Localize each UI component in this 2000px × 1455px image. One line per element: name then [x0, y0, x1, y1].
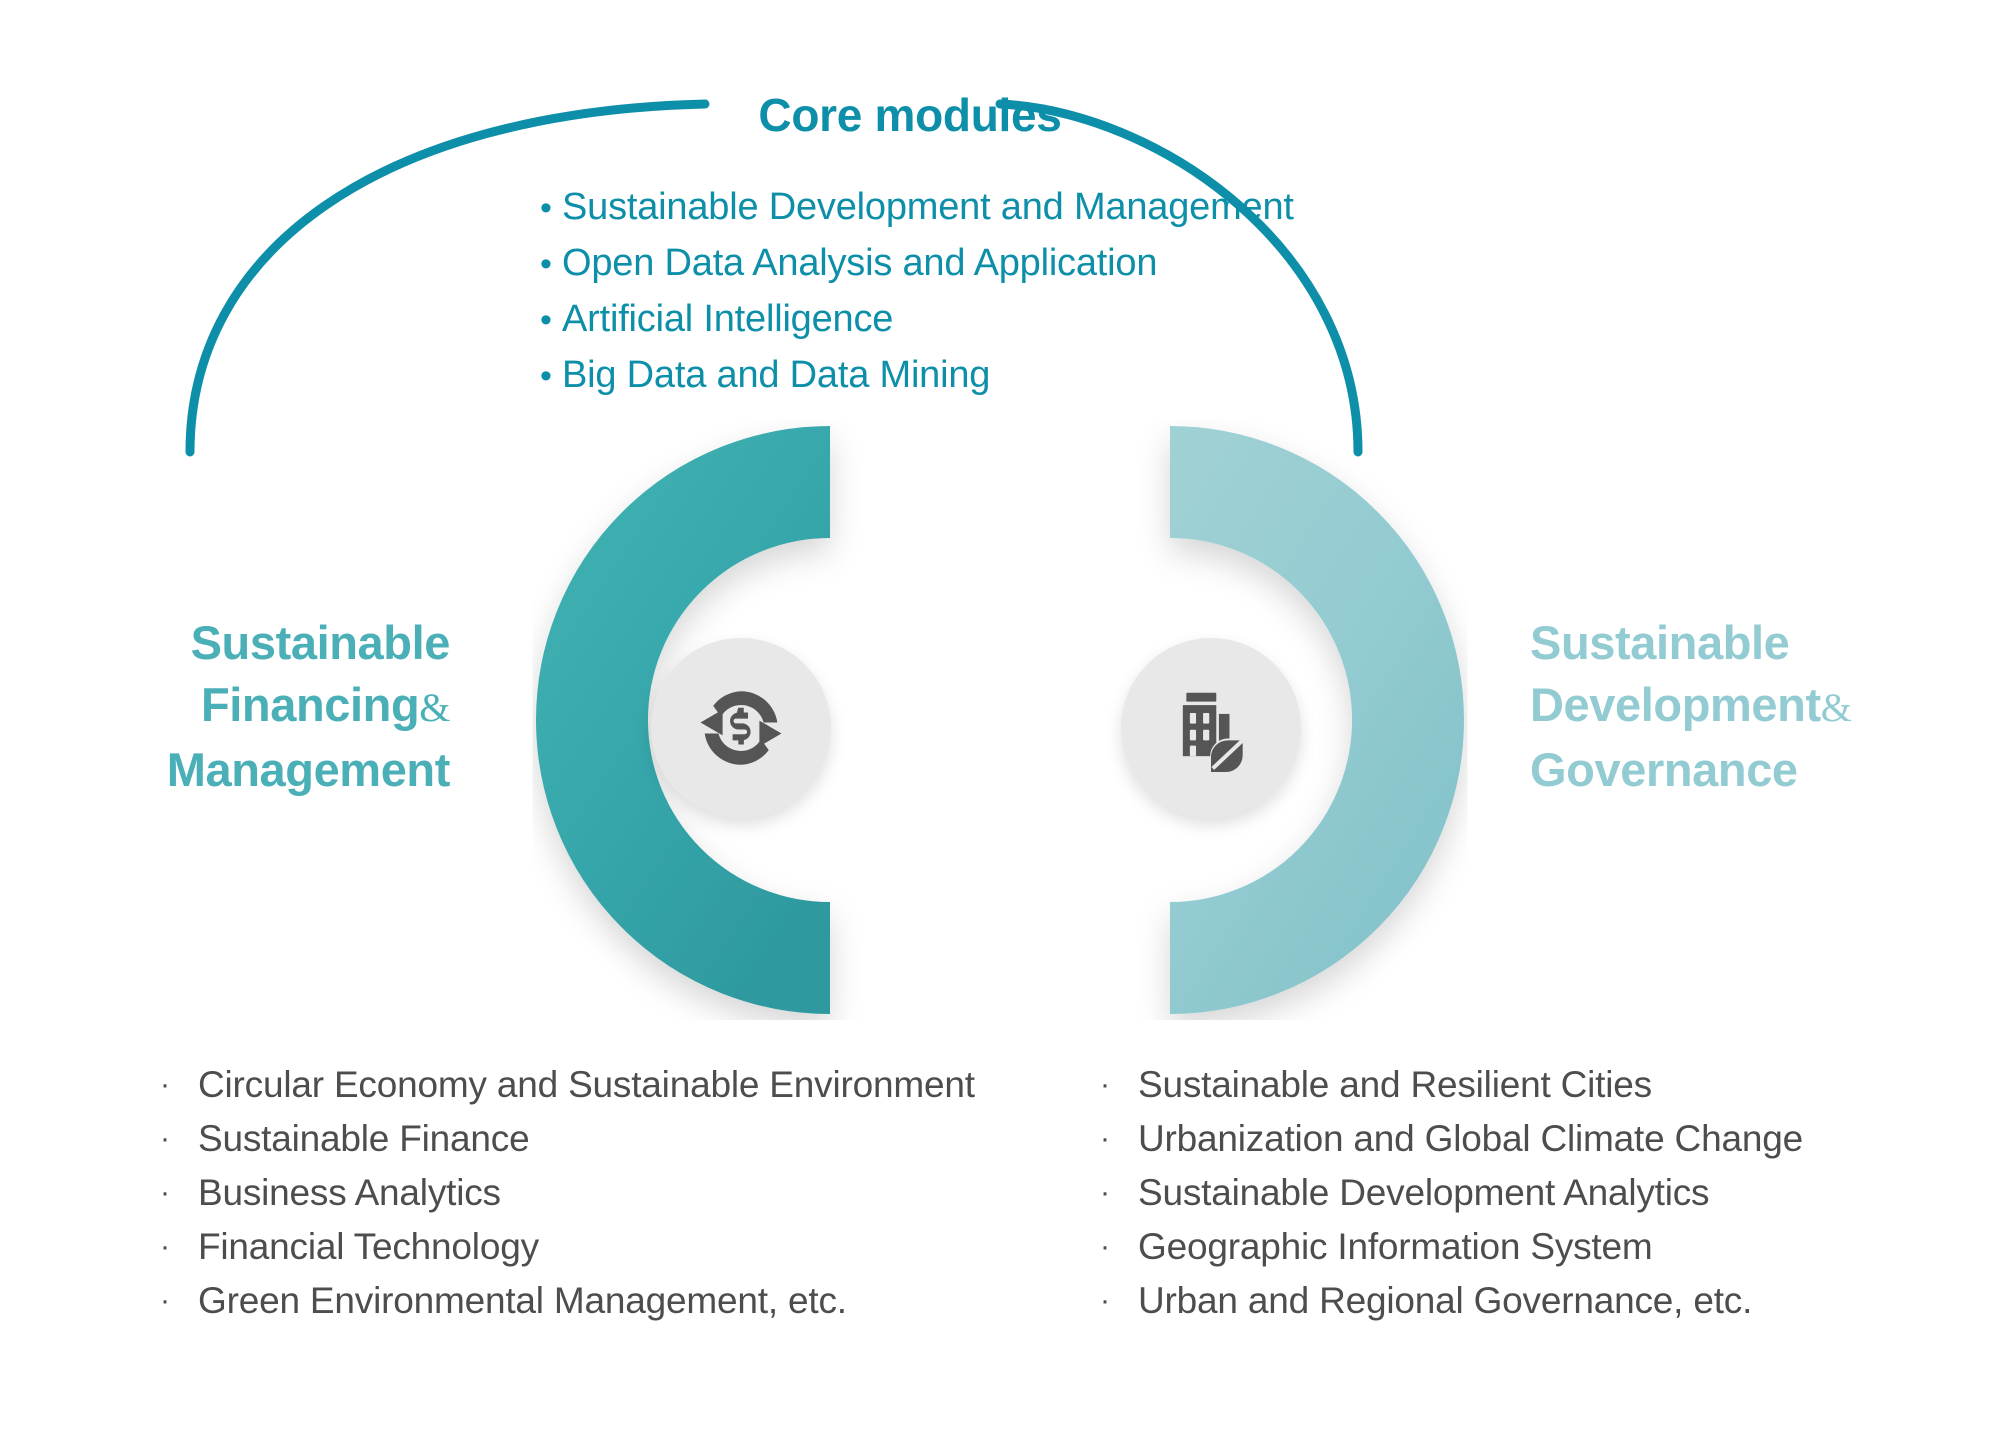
list-item: · Financial Technology	[160, 1220, 980, 1274]
bullet-glyph: •	[540, 357, 552, 395]
core-modules-item-label: Sustainable Development and Management	[562, 186, 1294, 228]
core-modules-item-label: Open Data Analysis and Application	[562, 242, 1158, 284]
left-branch-heading-ampersand: &	[419, 685, 450, 730]
bullet-glyph: ·	[160, 1176, 170, 1209]
right-branch-module-list: · Sustainable and Resilient Cities · Urb…	[1100, 1058, 1930, 1328]
core-modules-list-item: • Big Data and Data Mining	[540, 348, 1460, 404]
bullet-glyph: ·	[1100, 1068, 1110, 1101]
bullet-glyph: ·	[1100, 1230, 1110, 1263]
list-item: · Sustainable Finance	[160, 1112, 980, 1166]
right-branch-heading-line3: Governance	[1530, 743, 1798, 796]
bullet-glyph: •	[540, 189, 552, 227]
left-branch-module-list: · Circular Economy and Sustainable Envir…	[160, 1058, 980, 1328]
right-branch-item-label: Urbanization and Global Climate Change	[1138, 1118, 1803, 1159]
right-branch-heading: Sustainable Development& Governance	[1530, 612, 2000, 801]
list-item: · Sustainable and Resilient Cities	[1100, 1058, 1930, 1112]
core-modules-title: Core modules	[758, 89, 1062, 141]
right-branch-item-label: Sustainable and Resilient Cities	[1138, 1064, 1652, 1105]
core-modules-item-label: Artificial Intelligence	[562, 298, 894, 340]
core-modules-list-item: • Sustainable Development and Management	[540, 180, 1460, 236]
bullet-glyph: ·	[160, 1284, 170, 1317]
core-modules-list: • Sustainable Development and Management…	[540, 180, 1460, 404]
left-ring	[536, 426, 831, 1014]
right-branch-item-label: Urban and Regional Governance, etc.	[1138, 1280, 1753, 1321]
left-branch-item-label: Circular Economy and Sustainable Environ…	[198, 1064, 975, 1105]
infinity-rings-graphic	[536, 426, 1464, 1014]
right-branch-heading-line2-wrap: Development&	[1530, 674, 2000, 739]
left-icon-badge	[651, 638, 831, 818]
left-branch-item-label: Financial Technology	[198, 1226, 539, 1267]
right-ring	[1169, 426, 1464, 1014]
left-branch-heading: Sustainable Financing& Management	[10, 612, 451, 801]
bullet-glyph: •	[540, 245, 552, 283]
list-item: · Green Environmental Management, etc.	[160, 1274, 980, 1328]
bullet-glyph: ·	[1100, 1284, 1110, 1317]
core-modules-item-label: Big Data and Data Mining	[562, 354, 991, 396]
right-branch-heading-line1: Sustainable	[1530, 616, 1790, 669]
left-branch-item-label: Business Analytics	[198, 1172, 501, 1213]
list-item: · Urbanization and Global Climate Change	[1100, 1112, 1930, 1166]
left-branch-heading-line3: Management	[166, 743, 451, 796]
core-modules-list-item: • Artificial Intelligence	[540, 292, 1460, 348]
bullet-glyph: ·	[1100, 1176, 1110, 1209]
left-branch-heading-line2: Financing	[200, 678, 420, 731]
bullet-glyph: ·	[160, 1230, 170, 1263]
bullet-glyph: ·	[1100, 1122, 1110, 1155]
left-branch-heading-line1: Sustainable	[190, 616, 451, 669]
core-modules-list-item: • Open Data Analysis and Application	[540, 236, 1460, 292]
list-item: · Circular Economy and Sustainable Envir…	[160, 1058, 980, 1112]
right-icon-badge	[1121, 638, 1301, 818]
left-branch-item-label: Green Environmental Management, etc.	[198, 1280, 847, 1321]
left-branch-heading-line2-wrap: Financing&	[10, 674, 450, 739]
list-item: · Sustainable Development Analytics	[1100, 1166, 1930, 1220]
right-branch-heading-line2: Development	[1530, 678, 1821, 731]
left-branch-item-label: Sustainable Finance	[198, 1118, 530, 1159]
bullet-glyph: ·	[160, 1068, 170, 1101]
money-exchange-icon	[700, 691, 782, 765]
list-item: · Business Analytics	[160, 1166, 980, 1220]
right-branch-item-label: Sustainable Development Analytics	[1138, 1172, 1710, 1213]
bullet-glyph: •	[540, 301, 552, 339]
right-branch-heading-ampersand: &	[1820, 685, 1852, 730]
list-item: · Urban and Regional Governance, etc.	[1100, 1274, 1930, 1328]
bullet-glyph: ·	[160, 1122, 170, 1155]
list-item: · Geographic Information System	[1100, 1220, 1930, 1274]
right-branch-item-label: Geographic Information System	[1138, 1226, 1653, 1267]
green-building-icon	[1182, 692, 1245, 772]
